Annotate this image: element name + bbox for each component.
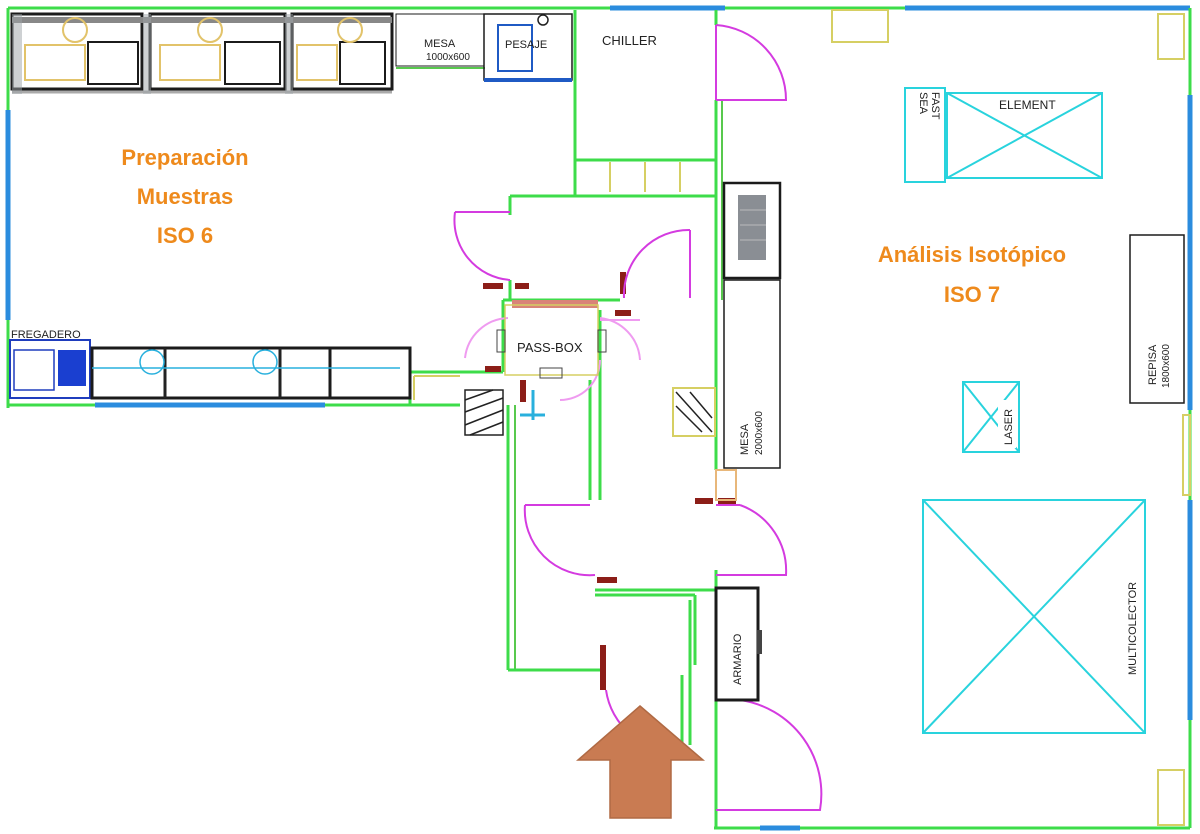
mesa-small-label-1: MESA	[424, 38, 456, 50]
glovebox	[722, 181, 782, 280]
laser-label: LASER	[1003, 409, 1015, 445]
prep-room-title-1: Preparación	[121, 145, 248, 170]
up-arrow-icon	[575, 705, 706, 819]
laser-unit: LASER	[962, 381, 1020, 453]
cabinet: ARMARIO	[714, 586, 762, 702]
chiller-label: CHILLER	[602, 33, 657, 48]
fregadero-label: FREGADERO	[11, 329, 81, 341]
sink-bench: FREGADERO	[9, 329, 412, 400]
mesa-large-label-2: 2000x600	[754, 411, 765, 455]
prep-room-title-3: ISO 6	[157, 223, 213, 248]
mesa-small-label-2: 1000x600	[426, 52, 470, 63]
seafast-label-2: FAST	[929, 92, 941, 120]
multicollector-unit: MULTICOLECTOR	[922, 499, 1146, 734]
seafast-label-1: SEA	[917, 92, 929, 115]
small-table: MESA 1000x600	[395, 13, 485, 67]
armario-label: ARMARIO	[732, 633, 744, 685]
structural-column-2	[672, 387, 716, 437]
prep-room-title-2: Muestras	[137, 184, 234, 209]
element-label: ELEMENT	[999, 98, 1056, 112]
repisa-label-1: REPISA	[1147, 344, 1159, 385]
analysis-room-title-2: ISO 7	[944, 282, 1000, 307]
fume-hoods	[10, 12, 394, 94]
repisa-label-2: 1800x600	[1161, 344, 1172, 388]
wall-fixtures	[831, 9, 1191, 826]
seafast-unit: SEA FAST	[904, 87, 946, 183]
pesaje-label: PESAJE	[505, 39, 547, 51]
passbox-label: PASS-BOX	[517, 340, 583, 355]
weighing-station: PESAJE	[483, 13, 573, 82]
analysis-room-title-1: Análisis Isotópico	[878, 242, 1066, 267]
large-table: MESA 2000x600	[715, 279, 781, 501]
mesa-large-label-1: MESA	[739, 423, 751, 455]
shelf: REPISA 1800x600	[1129, 234, 1185, 404]
door-swings	[453, 24, 823, 811]
pass-box: PASS-BOX	[496, 300, 607, 420]
element-unit: ELEMENT	[946, 92, 1103, 179]
multicolector-label: MULTICOLECTOR	[1127, 582, 1139, 675]
door-hinges	[483, 272, 736, 690]
structural-column	[464, 389, 504, 436]
